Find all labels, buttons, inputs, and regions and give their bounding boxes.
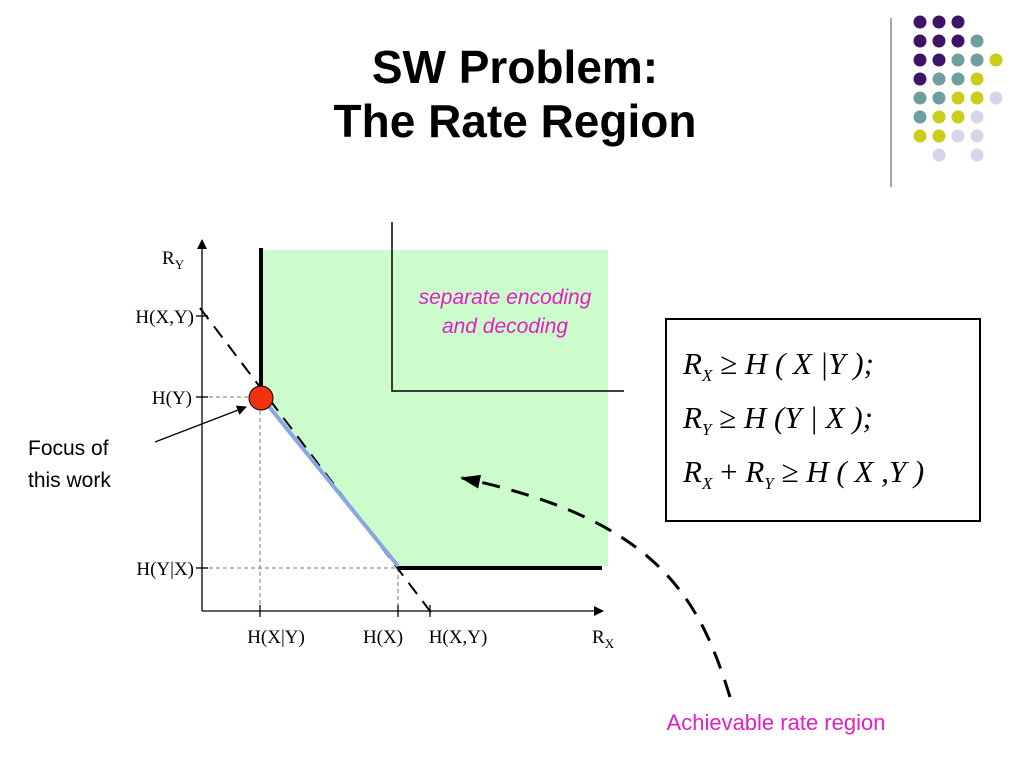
eq3-lhs2: R <box>745 454 765 489</box>
eq3-lhs1: R <box>683 454 702 489</box>
focus-point <box>248 385 274 411</box>
eq3-rhs: H ( X ,Y ) <box>806 454 925 489</box>
dot-yellow <box>951 110 965 124</box>
sum-rate-diagonal <box>199 307 434 616</box>
dot-teal <box>932 91 946 105</box>
pareto-segment <box>260 396 400 568</box>
eq2-lhs-sub: Y <box>701 420 712 440</box>
dot-purple <box>932 34 946 48</box>
dot-teal <box>913 110 927 124</box>
slide-title: SW Problem: The Rate Region <box>240 40 790 148</box>
dot-yellow <box>932 129 946 143</box>
dot-lavender <box>970 148 984 162</box>
eq3-plus: + <box>720 454 738 489</box>
dot-purple <box>951 34 965 48</box>
decorative-dot-grid <box>913 15 1003 162</box>
dot-lavender <box>970 110 984 124</box>
guide-lines <box>202 396 399 610</box>
achievable-region-fill <box>262 250 608 566</box>
achievable-region-arrow <box>460 474 732 698</box>
dot-teal <box>951 72 965 86</box>
dot-yellow <box>970 91 984 105</box>
eq3-lhs1-sub: X <box>701 474 713 494</box>
separate-coding-boundary <box>391 222 624 392</box>
dot-purple <box>913 72 927 86</box>
dot-yellow <box>932 110 946 124</box>
dot-purple <box>932 53 946 67</box>
dot-purple <box>932 15 946 29</box>
x-tick-label-hx-given-y: H(X|Y) <box>247 627 305 648</box>
dot-lavender <box>970 129 984 143</box>
rate-constraints-box: RX ≥ H ( X |Y ); RY ≥ H (Y | X ); RX + R… <box>665 318 981 522</box>
dot-teal <box>970 53 984 67</box>
dot-purple <box>913 34 927 48</box>
eq2-op: ≥ <box>719 400 737 435</box>
dot-yellow <box>970 72 984 86</box>
equation-rx: RX ≥ H ( X |Y ); <box>683 346 874 386</box>
dot-purple <box>913 15 927 29</box>
dot-teal <box>913 91 927 105</box>
dot-teal <box>932 72 946 86</box>
title-line-2: The Rate Region <box>333 95 697 147</box>
x-tick-label-hx: H(X) <box>363 627 403 648</box>
tick-marks <box>196 315 431 617</box>
y-tick-label-hxy: H(X,Y) <box>135 307 194 328</box>
focus-label-line-2: this work <box>28 469 111 492</box>
eq3-lhs2-sub: Y <box>764 474 774 494</box>
y-tick-label-hy: H(Y) <box>152 388 192 409</box>
dot-teal <box>970 34 984 48</box>
eq1-lhs-sub: X <box>701 366 713 386</box>
eq3-op: ≥ <box>781 454 799 489</box>
dot-lavender <box>932 148 946 162</box>
x-tick-label-hxy: H(X,Y) <box>429 627 488 648</box>
y-tick-label-hy-given-x: H(Y|X) <box>136 559 194 580</box>
equation-sum-rate: RX + RY ≥ H ( X ,Y ) <box>683 454 924 494</box>
separate-coding-label-line-1: separate encoding <box>419 286 592 309</box>
eq1-op: ≥ <box>720 346 738 381</box>
dot-yellow <box>913 129 927 143</box>
dot-lavender <box>989 91 1003 105</box>
dot-purple <box>951 15 965 29</box>
focus-label-line-1: Focus of <box>28 437 109 460</box>
y-axis-label: RY <box>162 248 185 272</box>
focus-arrow <box>154 405 247 443</box>
eq1-lhs: R <box>683 346 702 381</box>
title-line-1: SW Problem: <box>371 41 659 93</box>
dot-lavender <box>951 129 965 143</box>
dot-yellow <box>951 91 965 105</box>
achievable-region-label: Achievable rate region <box>667 710 886 735</box>
eq1-rhs: H ( X |Y ); <box>744 346 874 381</box>
equation-ry: RY ≥ H (Y | X ); <box>683 400 873 440</box>
eq2-lhs: R <box>683 400 702 435</box>
dot-teal <box>951 53 965 67</box>
x-axis-label: RX <box>592 627 615 651</box>
dot-purple <box>913 53 927 67</box>
dot-yellow <box>989 53 1003 67</box>
eq2-rhs: H (Y | X ); <box>743 400 873 435</box>
separate-coding-label-line-2: and decoding <box>442 315 568 338</box>
